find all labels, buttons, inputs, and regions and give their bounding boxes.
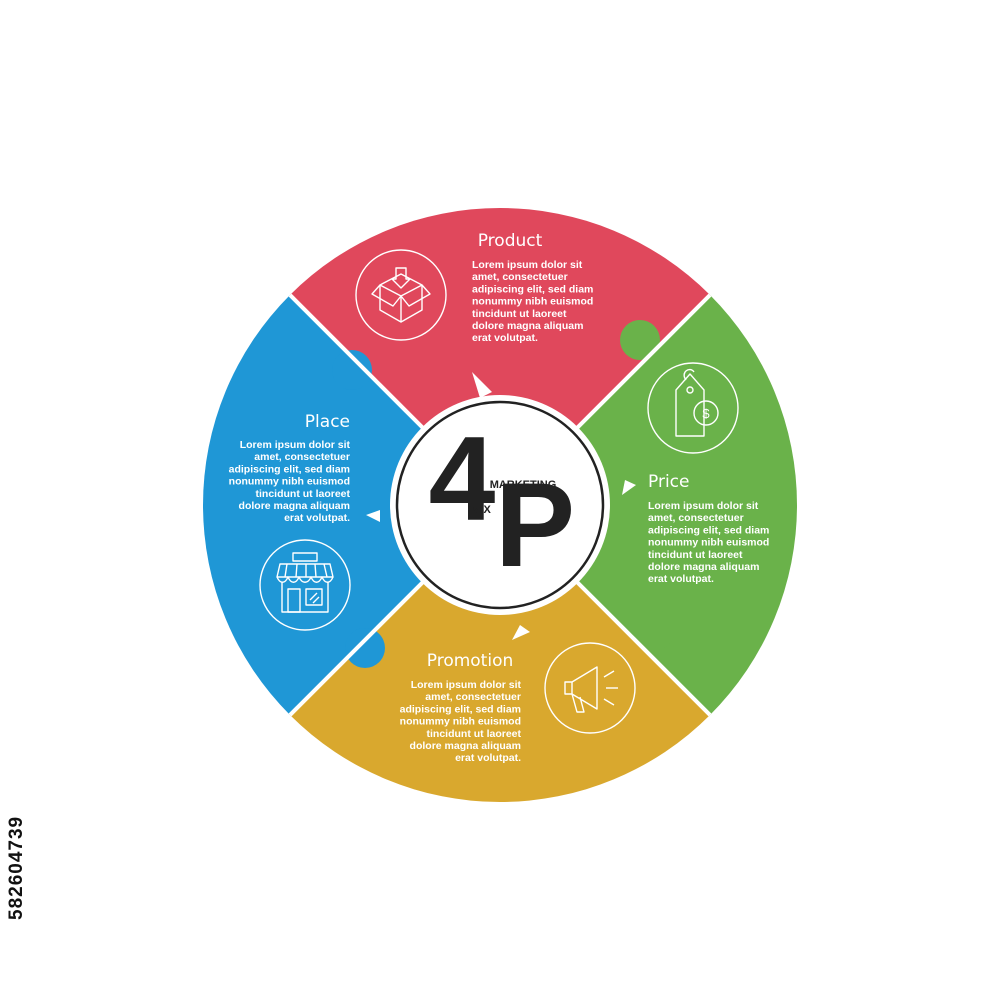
logo-letter: P <box>495 458 575 592</box>
promotion-description-line: amet, consectetuer <box>425 691 521 703</box>
price-description-line: amet, consectetuer <box>648 512 744 524</box>
knob-place-into-product <box>332 350 372 390</box>
price-tag-dollar-icon: $ <box>647 362 739 454</box>
price-title: Price <box>648 472 689 492</box>
segment-place <box>203 208 500 802</box>
center-hub: 4 P MARKETING MIX <box>390 395 610 615</box>
place-description-line: tincidunt ut laoreet <box>256 488 351 500</box>
promotion-title: Promotion <box>427 651 514 671</box>
promotion-description-line: tincidunt ut laoreet <box>427 728 522 740</box>
place-description-line: dolore magna aliquam <box>239 500 350 512</box>
product-description-line: tincidunt ut laoreet <box>472 308 567 320</box>
logo-digit: 4 <box>429 412 496 546</box>
product-description-line: erat volutpat. <box>472 332 538 344</box>
place-title: Place <box>305 412 350 432</box>
place-description-line: erat volutpat. <box>284 512 350 524</box>
price-description-line: Lorem ipsum dolor sit <box>648 500 759 512</box>
price-description-line: tincidunt ut laoreet <box>648 549 743 561</box>
megaphone-icon <box>544 642 636 734</box>
hub-inner-ring <box>395 400 605 610</box>
place-description-line: nonummy nibh euismod <box>229 476 350 488</box>
promotion-description-line: dolore magna aliquam <box>410 740 521 752</box>
product-description-line: adipiscing elit, sed diam <box>472 283 593 295</box>
product-description-line: Lorem ipsum dolor sit <box>472 259 583 271</box>
segment-price <box>500 208 797 802</box>
place-description-line: Lorem ipsum dolor sit <box>240 439 351 451</box>
promotion-description-line: erat volutpat. <box>455 752 521 764</box>
product-title: Product <box>478 231 543 251</box>
product-description-line: dolore magna aliquam <box>472 320 583 332</box>
knob-price-into-product <box>620 320 660 360</box>
price-description-line: adipiscing elit, sed diam <box>648 524 769 536</box>
promotion-description-line: adipiscing elit, sed diam <box>400 703 521 715</box>
svg-text:$: $ <box>702 406 710 421</box>
place-description-line: amet, consectetuer <box>254 451 350 463</box>
place-description-line: adipiscing elit, sed diam <box>229 463 350 475</box>
logo-word-marketing: MARKETING <box>490 479 557 491</box>
product-description-line: amet, consectetuer <box>472 271 568 283</box>
storefront-icon <box>259 539 351 631</box>
promotion-description-line: nonummy nibh euismod <box>400 716 521 728</box>
center-pointers <box>366 372 636 640</box>
price-description-line: nonummy nibh euismod <box>648 537 769 549</box>
logo-word-mix: MIX <box>471 504 491 516</box>
price-description-line: erat volutpat. <box>648 573 714 585</box>
open-box-icon <box>355 249 447 341</box>
product-description-line: nonummy nibh euismod <box>472 296 593 308</box>
segment-promotion <box>203 505 797 802</box>
promotion-description-line: Lorem ipsum dolor sit <box>411 679 522 691</box>
segment-product <box>203 208 797 505</box>
knob-price-into-promotion <box>635 610 675 650</box>
price-description-line: dolore magna aliquam <box>648 561 759 573</box>
knob-place-into-promotion <box>345 628 385 668</box>
stock-id-text: 582604739 <box>6 815 27 920</box>
